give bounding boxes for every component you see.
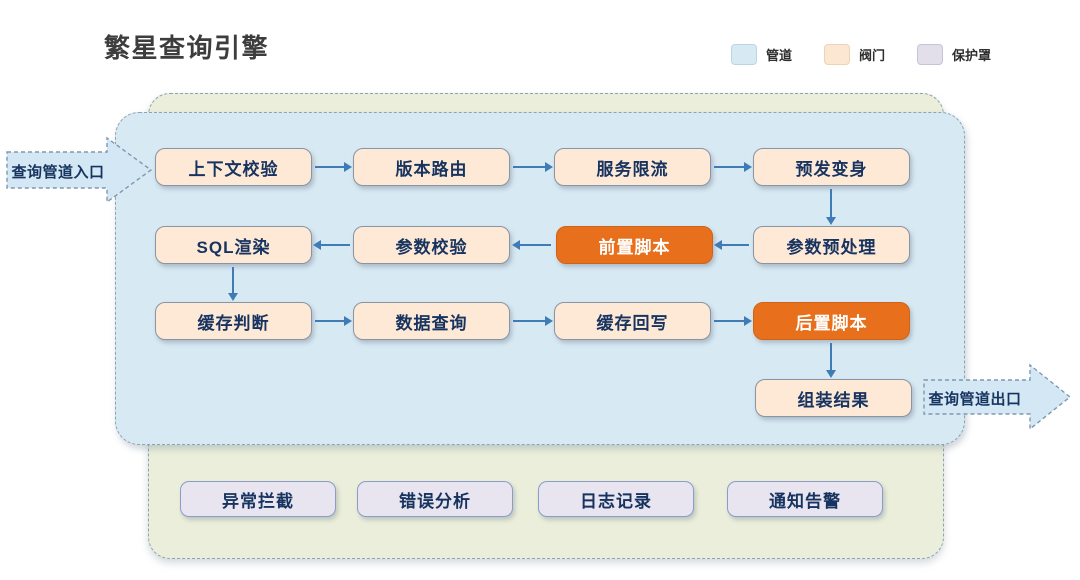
flow-arrow-down-2 [227,267,239,301]
entrance-arrow-label: 查询管道入口 [11,164,105,181]
flow-arrow-r3-2 [513,315,553,327]
node-logging: 日志记录 [538,481,694,517]
node-sql-render: SQL渲染 [155,226,312,264]
node-param-preprocess: 参数预处理 [753,226,910,264]
legend-label-valve: 阀门 [859,48,886,63]
flow-arrow-r2-3 [714,239,749,251]
flow-arrow-r1-2 [513,161,553,173]
flow-arrow-r2-1 [313,239,350,251]
flow-arrow-r1-1 [315,161,352,173]
node-exception-intercept: 异常拦截 [180,481,336,517]
node-pre-script: 前置脚本 [556,226,713,264]
page-title: 繁星查询引擎 [104,33,270,63]
node-cache-check: 缓存判断 [155,302,312,340]
node-notify-alert: 通知告警 [727,481,883,517]
legend-label-pipe: 管道 [766,48,793,63]
node-version-route: 版本路由 [353,148,510,186]
node-context-check: 上下文校验 [155,148,312,186]
node-assemble-result: 组装结果 [755,379,912,417]
entrance-arrow-icon [6,136,153,204]
node-post-script: 后置脚本 [753,302,910,340]
legend-item-shield: 保护罩 [917,44,991,65]
flow-arrow-down-3 [825,343,837,378]
flow-arrow-r2-2 [512,239,551,251]
legend-label-shield: 保护罩 [952,48,992,63]
shield-swatch-icon [917,44,944,65]
flow-arrow-r1-3 [714,161,752,173]
legend-item-pipe: 管道 [731,44,792,65]
flow-arrow-r3-3 [714,315,752,327]
exit-arrow-label: 查询管道出口 [928,391,1022,408]
flow-arrow-r3-1 [315,315,352,327]
legend: 管道 阀门 保护罩 [731,44,991,65]
node-data-query: 数据查询 [353,302,510,340]
node-rate-limit: 服务限流 [554,148,711,186]
node-error-analysis: 错误分析 [357,481,513,517]
flow-arrow-down-1 [825,189,837,225]
legend-item-valve: 阀门 [824,44,885,65]
exit-arrow-icon [923,363,1072,431]
node-cache-writeback: 缓存回写 [554,302,711,340]
node-param-validate: 参数校验 [353,226,510,264]
pipe-swatch-icon [731,44,757,65]
node-staging-transform: 预发变身 [753,148,910,186]
valve-swatch-icon [824,44,851,65]
